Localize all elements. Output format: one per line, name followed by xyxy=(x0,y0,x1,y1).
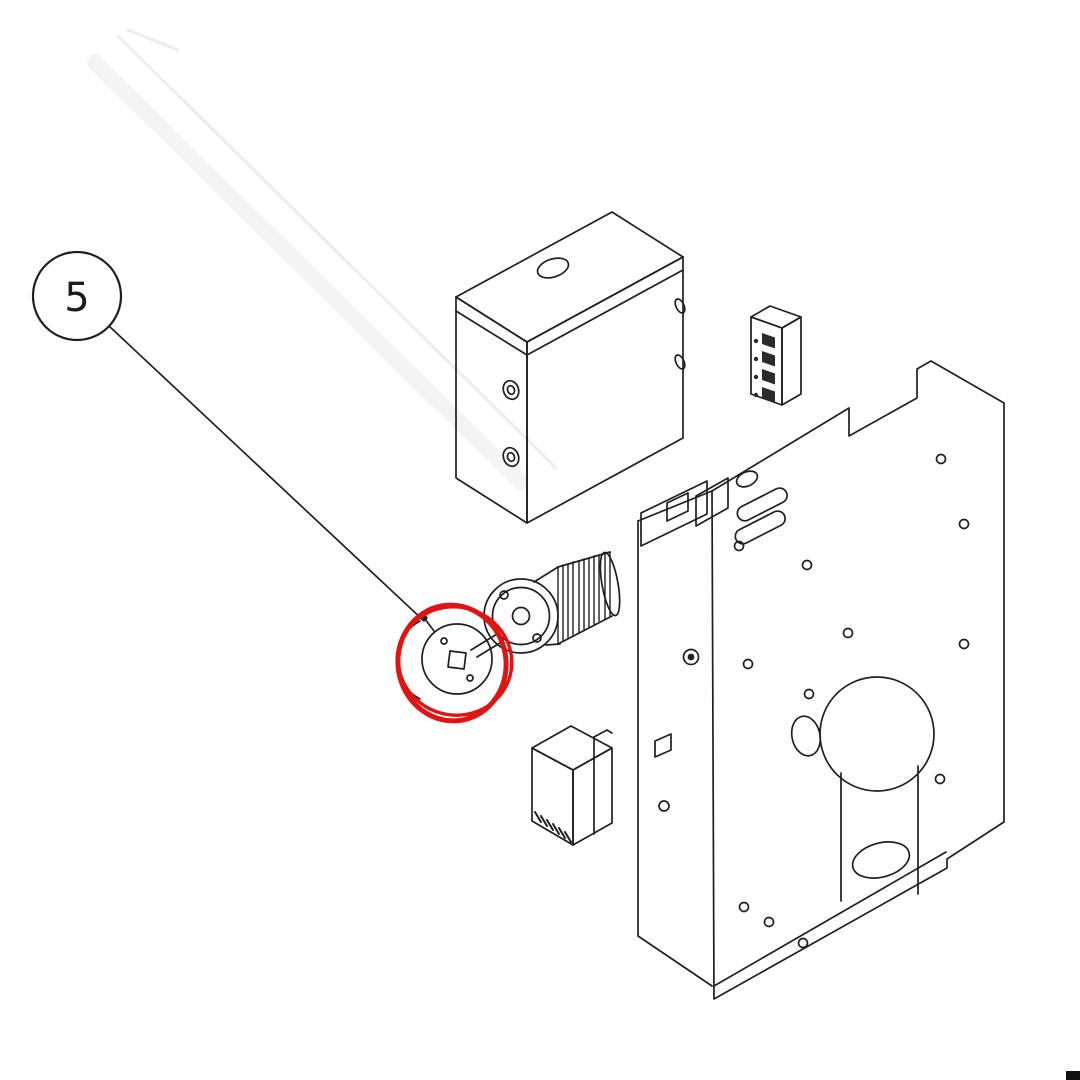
large-cutout xyxy=(819,676,935,792)
cover-box-part xyxy=(455,211,686,524)
motor-lamination-ribs xyxy=(557,551,611,645)
hatch-ticks xyxy=(534,811,572,843)
corner-mark xyxy=(1066,1071,1080,1080)
plate-holes xyxy=(733,453,970,949)
highlight-ellipse xyxy=(395,602,514,724)
callout-number: 5 xyxy=(64,275,89,321)
callout-balloon: 5 xyxy=(31,250,123,342)
screw-icon xyxy=(502,446,520,468)
mounting-plate-part xyxy=(637,360,1005,1000)
terminal-pins xyxy=(753,333,775,403)
leader-line xyxy=(108,325,425,622)
motor-shaft xyxy=(470,633,498,651)
small-block-part xyxy=(531,725,613,846)
terminal-block-part xyxy=(750,305,802,406)
scan-artifact-lines xyxy=(87,28,558,490)
screw-icon xyxy=(502,379,520,401)
line-art: 5 xyxy=(31,211,1005,1000)
top-hole xyxy=(536,257,570,279)
square-bore xyxy=(447,650,467,670)
motor-part xyxy=(470,551,621,658)
